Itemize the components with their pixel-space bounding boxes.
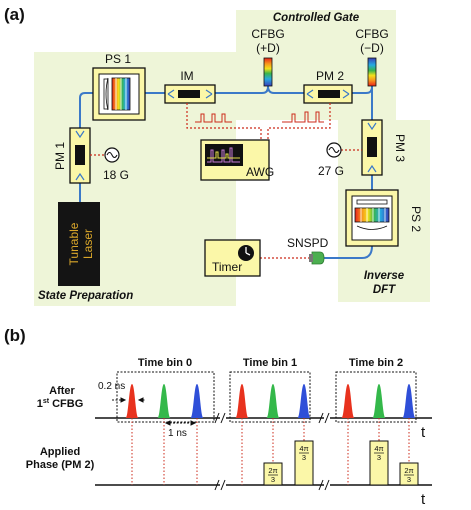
cfbg-minus-grating [367,57,377,87]
rf-27-label: 27 G [318,164,344,178]
pm1-label: PM 1 [53,142,67,170]
row2-t-label: t [421,491,426,508]
im-label: IM [180,69,193,83]
laser-label-line1: Tunable [67,222,81,265]
pm3-label: PM 3 [393,134,407,162]
pulse-bin1-0 [235,384,249,418]
cfbg-plus-label-line2: (+D) [256,41,280,55]
optical-fiber [79,85,373,259]
inverse-dft-title-line1: Inverse [364,270,405,282]
phase-modulator-2 [303,84,353,104]
timer-box [204,239,261,277]
pulse-shaper-1 [92,67,146,121]
svg-text:3: 3 [271,475,275,484]
svg-text:3: 3 [302,453,306,462]
row1-label-line1: After [49,385,75,397]
phase-box-bin1-a: 2π 3 [263,462,283,486]
pulse-bin0-2 [190,384,204,418]
phase-box-bin2-b: 2π 3 [399,462,419,486]
row1-t-label: t [421,424,426,441]
snspd-detector-icon [309,251,325,265]
inverse-dft-title-line2: DFT [373,284,396,296]
cfbg-minus-label-line1: CFBG [355,27,388,41]
phase-modulator-1 [69,127,91,184]
snspd-label: SNSPD [287,236,329,250]
phase-box-bin2-a: 4π 3 [369,440,389,486]
cfbg-minus-label-line2: (−D) [360,41,384,55]
pulse-bin1-1 [266,384,280,418]
pulse-bin0-1 [157,384,171,418]
axis-break-marks [214,412,330,491]
time-bin-1-label: Time bin 1 [243,357,297,369]
phase-box-bin1-b: 4π 3 [294,440,314,486]
spacing-annotation-label: 1 ns [168,428,187,439]
state-preparation-title: State Preparation [38,290,133,302]
panel-a-label: (a) [4,5,25,24]
phase-modulator-3 [361,119,383,176]
awg-rf-lines [186,103,331,140]
row2-label-line2: Phase (PM 2) [26,459,95,471]
svg-text:3: 3 [407,475,411,484]
cfbg-plus-grating [263,57,273,87]
ps1-label: PS 1 [105,52,131,66]
svg-text:4π: 4π [299,444,308,453]
tunable-laser: Tunable Laser [58,202,100,286]
timer-label: Timer [212,260,242,274]
pulse-bin0-0 [125,384,139,418]
time-bin-0-label: Time bin 0 [138,357,192,369]
pm2-label: PM 2 [316,69,344,83]
rf-18-label: 18 G [103,168,129,182]
svg-text:3: 3 [377,453,381,462]
pulse-bin2-2 [402,384,416,418]
rf-source-18-icon [104,147,120,163]
time-bin-1-box [229,371,311,423]
svg-text:2π: 2π [404,466,413,475]
panel-b-label: (b) [4,326,26,345]
row2-label-line1: Applied [40,446,80,458]
width-annotation-label: 0.2 ns [98,381,125,392]
pulse-bin2-1 [372,384,386,418]
rf-source-27-icon [326,142,342,158]
laser-label-line2: Laser [81,229,95,259]
time-bin-2-label: Time bin 2 [349,357,403,369]
pulse-bin2-0 [341,384,355,418]
time-bin-2-box [335,371,417,423]
cfbg-plus-label-line1: CFBG [251,27,284,41]
svg-text:2π: 2π [268,466,277,475]
pulse-guide-lines [131,418,410,485]
svg-text:4π: 4π [374,444,383,453]
pulse-bin1-2 [297,384,311,418]
spacing-annotation [164,420,197,426]
pulse-shaper-2 [345,189,399,247]
ps2-label: PS 2 [409,206,423,232]
pulses-group [125,384,416,418]
controlled-gate-title: Controlled Gate [273,12,360,24]
width-annotation [112,397,146,403]
awg-label: AWG [246,165,274,179]
awg-box [200,139,270,181]
intensity-modulator [164,84,216,104]
